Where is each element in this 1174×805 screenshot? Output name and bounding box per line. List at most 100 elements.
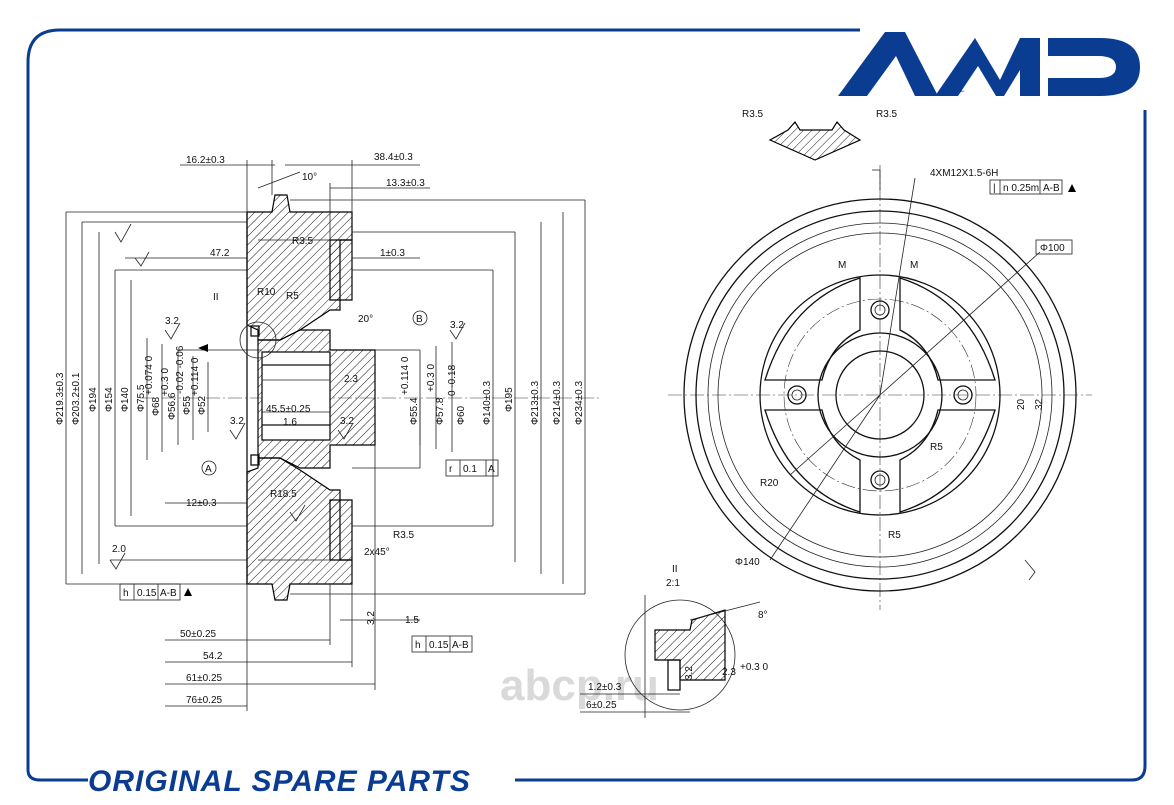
dia-l-8: Φ55 <box>182 395 193 415</box>
lbl-32a: 3.2 <box>165 316 179 327</box>
detail-view: II 2:1 8° 2.3 +0.3 0 1.2±0.3 6±0.25 3.2 <box>580 564 769 718</box>
bolt-circle-frame: Φ100 <box>1035 239 1073 255</box>
dia-r-6: Φ214±0.3 <box>552 381 563 425</box>
front-view <box>668 165 1092 610</box>
section-view-labels: 16.2±0.3 38.4±0.3 13.3±0.3 10° Φ219.3±0.… <box>55 152 585 706</box>
dim-top-1: 16.2±0.3 <box>186 155 225 166</box>
dia-l-9: Φ52 <box>197 395 208 415</box>
lbl-r10: R10 <box>257 287 276 298</box>
dim-bottom-3: 76±0.25 <box>186 695 223 706</box>
dia-r-7: Φ234±0.3 <box>574 381 585 425</box>
dia-r-1: Φ57.8 <box>435 397 446 425</box>
profile-r35-2: R3.5 <box>876 109 898 120</box>
tol-578: +0.3 0 <box>426 363 437 392</box>
lbl-m1: M <box>838 260 846 271</box>
tol-frame-circ: r 0.1 A <box>445 459 499 477</box>
lbl-r5: R5 <box>286 291 299 302</box>
lbl-23: 2.3 <box>344 374 358 385</box>
blue-frame <box>26 28 1147 782</box>
detail-angle: 8° <box>758 610 768 621</box>
watermark: abcp.ru <box>500 661 659 710</box>
svg-text:A-B: A-B <box>452 640 469 651</box>
lbl-12: 12±0.3 <box>186 498 217 509</box>
lbl-15: 1.5 <box>405 615 419 626</box>
lbl-r35: R3.5 <box>292 236 314 247</box>
detail-rough: 3.2 <box>684 666 695 680</box>
tol-frame-runout: h 0.15 A-B <box>119 583 192 601</box>
lbl-r185: R18.5 <box>270 489 297 500</box>
lbl-r5-1: R5 <box>930 442 943 453</box>
dia-l-5: Φ75.5 <box>136 384 147 412</box>
amd-logo: AMD <box>838 32 1140 96</box>
dim-bottom-1: 54.2 <box>203 651 223 662</box>
svg-text:0.15: 0.15 <box>137 588 157 599</box>
profile-r35-1: R3.5 <box>742 109 764 120</box>
lbl-16: 1.6 <box>283 417 297 428</box>
lbl-2x45: 2x45° <box>364 547 390 558</box>
svg-text:A-B: A-B <box>1043 183 1060 194</box>
detail-depth: 2.3 <box>722 667 736 678</box>
lbl-ii: II <box>213 292 219 303</box>
lbl-20deg: 20° <box>358 314 373 325</box>
thread-label: 4XM12X1.5-6H <box>930 168 998 179</box>
detail-title: II <box>672 564 678 575</box>
footer-text: ORIGINAL SPARE PARTS <box>88 765 471 798</box>
detail-depth-tol: +0.3 0 <box>740 662 769 673</box>
logo-text: AMD <box>960 90 965 93</box>
datum-b: B <box>416 314 423 325</box>
lbl-32d: 3.2 <box>340 416 354 427</box>
tol-60: 0 -0.18 <box>447 364 458 396</box>
lbl-20: 2.0 <box>112 544 126 555</box>
dia-r-4: Φ195 <box>504 387 515 412</box>
dia-r-5: Φ213±0.3 <box>530 381 541 425</box>
lbl-472: 47.2 <box>210 248 230 259</box>
dia-l-4: Φ140 <box>120 387 131 412</box>
lbl-r5-2: R5 <box>888 530 901 541</box>
lbl-32c: 3.2 <box>230 416 244 427</box>
tol-55: -0.02 -0.06 <box>175 345 186 394</box>
dia-r-3: Φ140±0.3 <box>482 381 493 425</box>
lbl-32e: 3.2 <box>366 611 377 625</box>
svg-text:A: A <box>488 464 495 475</box>
tol-52: +0.114 0 <box>190 357 201 396</box>
dim-top-angle: 10° <box>302 172 317 183</box>
lbl-32b: 3.2 <box>450 320 464 331</box>
dia-l-3: Φ154 <box>104 387 115 412</box>
lbl-r20: R20 <box>760 478 779 489</box>
svg-text:Φ100: Φ100 <box>1040 243 1065 254</box>
detail-scale: 2:1 <box>666 578 680 589</box>
dia-l-6: Φ68 <box>151 396 162 416</box>
detail-w1: 1.2±0.3 <box>588 682 622 693</box>
svg-text:|: | <box>993 183 996 194</box>
dia-l-0: Φ219.3±0.3 <box>55 372 66 425</box>
svg-text:0.1: 0.1 <box>463 464 477 475</box>
lbl-1: 1±0.3 <box>380 248 405 259</box>
datum-a: A <box>205 464 212 475</box>
dim-bottom-0: 50±0.25 <box>180 629 217 640</box>
dia-l-7: Φ56.6 <box>167 392 178 420</box>
lbl-32f: 32 <box>1034 398 1045 410</box>
svg-text:n 0.25m: n 0.25m <box>1003 183 1039 194</box>
detail-w2: 6±0.25 <box>586 700 617 711</box>
pos-frame: | n 0.25m A-B <box>989 179 1076 195</box>
tol-68: +0.074 0 <box>144 355 155 395</box>
svg-text:h: h <box>123 588 129 599</box>
lbl-r35b: R3.5 <box>393 530 415 541</box>
lbl-20f: 20 <box>1016 398 1027 410</box>
tol-566: +0.3 0 <box>160 367 171 396</box>
svg-text:0.15: 0.15 <box>429 640 449 651</box>
tol-554: +0.114 0 <box>400 356 411 395</box>
svg-text:h: h <box>415 640 421 651</box>
svg-text:A-B: A-B <box>160 588 177 599</box>
dim-top-3: 13.3±0.3 <box>386 178 425 189</box>
dia-r-2: Φ60 <box>456 405 467 425</box>
lbl-m2: M <box>910 260 918 271</box>
tol-frame-bottom: h 0.15 A-B <box>411 635 473 653</box>
dia-r-0: Φ55.4 <box>409 397 420 425</box>
dim-top-2: 38.4±0.3 <box>374 152 413 163</box>
front-view-labels: 4XM12X1.5-6H | n 0.25m A-B Φ100 M M R5 R… <box>735 109 1076 568</box>
svg-text:r: r <box>449 464 453 475</box>
lbl-455: 45.5±0.25 <box>266 404 311 415</box>
